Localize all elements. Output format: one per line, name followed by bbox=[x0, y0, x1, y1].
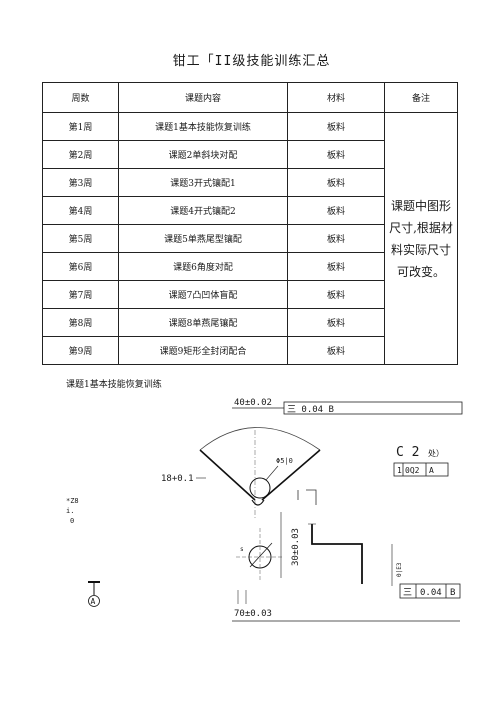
datum-label: A bbox=[91, 597, 96, 606]
content-cell: 课题7凸凹体盲配 bbox=[118, 280, 288, 309]
material-cell: 板料 bbox=[287, 140, 385, 169]
tolerance-frame-right-cell: 1 bbox=[397, 466, 402, 475]
schedule-table: 周数 课题内容 材料 备注 第1周 课题1基本技能恢复训练 板料 课题中图形 尺… bbox=[42, 82, 458, 365]
bracket-profile bbox=[297, 489, 317, 505]
week-cell: 第5周 bbox=[42, 224, 119, 253]
leader-line bbox=[265, 465, 279, 481]
material-cell: 板料 bbox=[287, 280, 385, 309]
material-cell: 板料 bbox=[287, 196, 385, 225]
remark-cell: 课题中图形 尺寸,根据材 料实际尺寸 可改变。 bbox=[384, 112, 458, 365]
week-cell: 第7周 bbox=[42, 280, 119, 309]
chamfer-note: C 2 bbox=[396, 445, 419, 460]
week-cell: 第4周 bbox=[42, 196, 119, 225]
material-cell: 板料 bbox=[287, 336, 385, 365]
tolerance-frame-right bbox=[393, 462, 449, 477]
material-cell: 板料 bbox=[287, 224, 385, 253]
header-material: 材料 bbox=[287, 82, 385, 113]
table-row: 第5周 课题5单燕尾型镶配 板料 bbox=[42, 224, 458, 253]
week-cell: 第6周 bbox=[42, 252, 119, 281]
remark-line: 料实际尺寸 bbox=[390, 242, 451, 257]
remark-line: 可改变。 bbox=[396, 264, 445, 279]
table-row: 第1周 课题1基本技能恢复训练 板料 课题中图形 尺寸,根据材 料实际尺寸 可改… bbox=[42, 112, 458, 365]
tolerance-frame-bottom bbox=[399, 583, 461, 599]
week-cell: 第9周 bbox=[42, 336, 119, 365]
angle-arc bbox=[199, 427, 321, 451]
section-label: 课题1基本技能恢复训练 bbox=[66, 380, 162, 390]
header-content: 课题内容 bbox=[118, 82, 288, 113]
content-cell: 课题6角度对配 bbox=[118, 252, 288, 281]
content-cell: 课题3开式镶配1 bbox=[118, 168, 288, 197]
dim-small-vertical-label: 0|E3 bbox=[396, 562, 403, 577]
content-cell: 课题4开式镶配2 bbox=[118, 196, 288, 225]
tolerance-frame-bottom-cell: B bbox=[450, 588, 455, 598]
relief-notch bbox=[251, 499, 265, 506]
technical-drawing: 40±0.02 三 0.04 B Φ5|0 18+0.1 C 2 处） 1 0Q… bbox=[66, 398, 463, 622]
v-right-edge bbox=[261, 449, 321, 501]
dim-bottom-label: 70±0.03 bbox=[234, 609, 272, 619]
v-circle bbox=[249, 477, 271, 499]
tolerance-frame-top-text: 三 0.04 B bbox=[287, 405, 334, 415]
material-cell: 板料 bbox=[287, 252, 385, 281]
side-note-line: i. bbox=[66, 507, 74, 515]
table-row: 第9周 课题9矩形全封闭配合 板料 bbox=[42, 336, 458, 365]
material-cell: 板料 bbox=[287, 112, 385, 141]
tolerance-frame-bottom-cell: 0.04 bbox=[420, 588, 442, 598]
content-cell: 课题9矩形全封闭配合 bbox=[118, 336, 288, 365]
leader-line bbox=[249, 542, 273, 568]
content-cell: 课题1基本技能恢复训练 bbox=[118, 112, 288, 141]
point-mark: s bbox=[240, 546, 244, 553]
side-note-line: *Z8 bbox=[66, 497, 79, 505]
week-cell: 第2周 bbox=[42, 140, 119, 169]
week-cell: 第3周 bbox=[42, 168, 119, 197]
chamfer-suffix: 处） bbox=[428, 448, 444, 458]
tolerance-frame-bottom-cell: 三 bbox=[403, 588, 412, 598]
dim-vertical-label: 30±0.03 bbox=[291, 528, 301, 566]
table-row: 第3周 课题3开式镶配1 板料 bbox=[42, 168, 458, 197]
header-week: 周数 bbox=[42, 82, 119, 113]
content-cell: 课题8单燕尾镶配 bbox=[118, 308, 288, 337]
datum-circle bbox=[88, 595, 100, 607]
material-cell: 板料 bbox=[287, 168, 385, 197]
table-row: 第7周 课题7凸凹体盲配 板料 bbox=[42, 280, 458, 309]
week-cell: 第8周 bbox=[42, 308, 119, 337]
circle-dia-label: Φ5|0 bbox=[276, 457, 293, 465]
week-cell: 第1周 bbox=[42, 112, 119, 141]
table-row: 第8周 课题8单燕尾镶配 板料 bbox=[42, 308, 458, 337]
remark-line: 课题中图形 bbox=[390, 198, 451, 213]
tolerance-frame-right-cell: 0Q2 bbox=[405, 466, 420, 475]
table-row: 第6周 课题6角度对配 板料 bbox=[42, 252, 458, 281]
material-cell: 板料 bbox=[287, 308, 385, 337]
step-profile bbox=[311, 524, 363, 584]
side-note-line: 0 bbox=[70, 517, 74, 525]
table-header-row: 周数 课题内容 材料 备注 bbox=[42, 82, 458, 113]
content-cell: 课题5单燕尾型镶配 bbox=[118, 224, 288, 253]
content-cell: 课题2单斜块对配 bbox=[118, 140, 288, 169]
dim-top-label: 40±0.02 bbox=[234, 398, 272, 408]
v-left-edge bbox=[199, 449, 256, 501]
page-title: 钳工「II级技能训练汇总 bbox=[172, 54, 331, 69]
remark-line: 尺寸,根据材 bbox=[389, 220, 453, 235]
bracket-profile bbox=[237, 590, 247, 604]
tolerance-frame-right-cell: A bbox=[429, 466, 434, 475]
tolerance-frame-top bbox=[283, 401, 463, 415]
dim-left-label: 18+0.1 bbox=[161, 474, 194, 484]
header-remark: 备注 bbox=[384, 82, 458, 113]
